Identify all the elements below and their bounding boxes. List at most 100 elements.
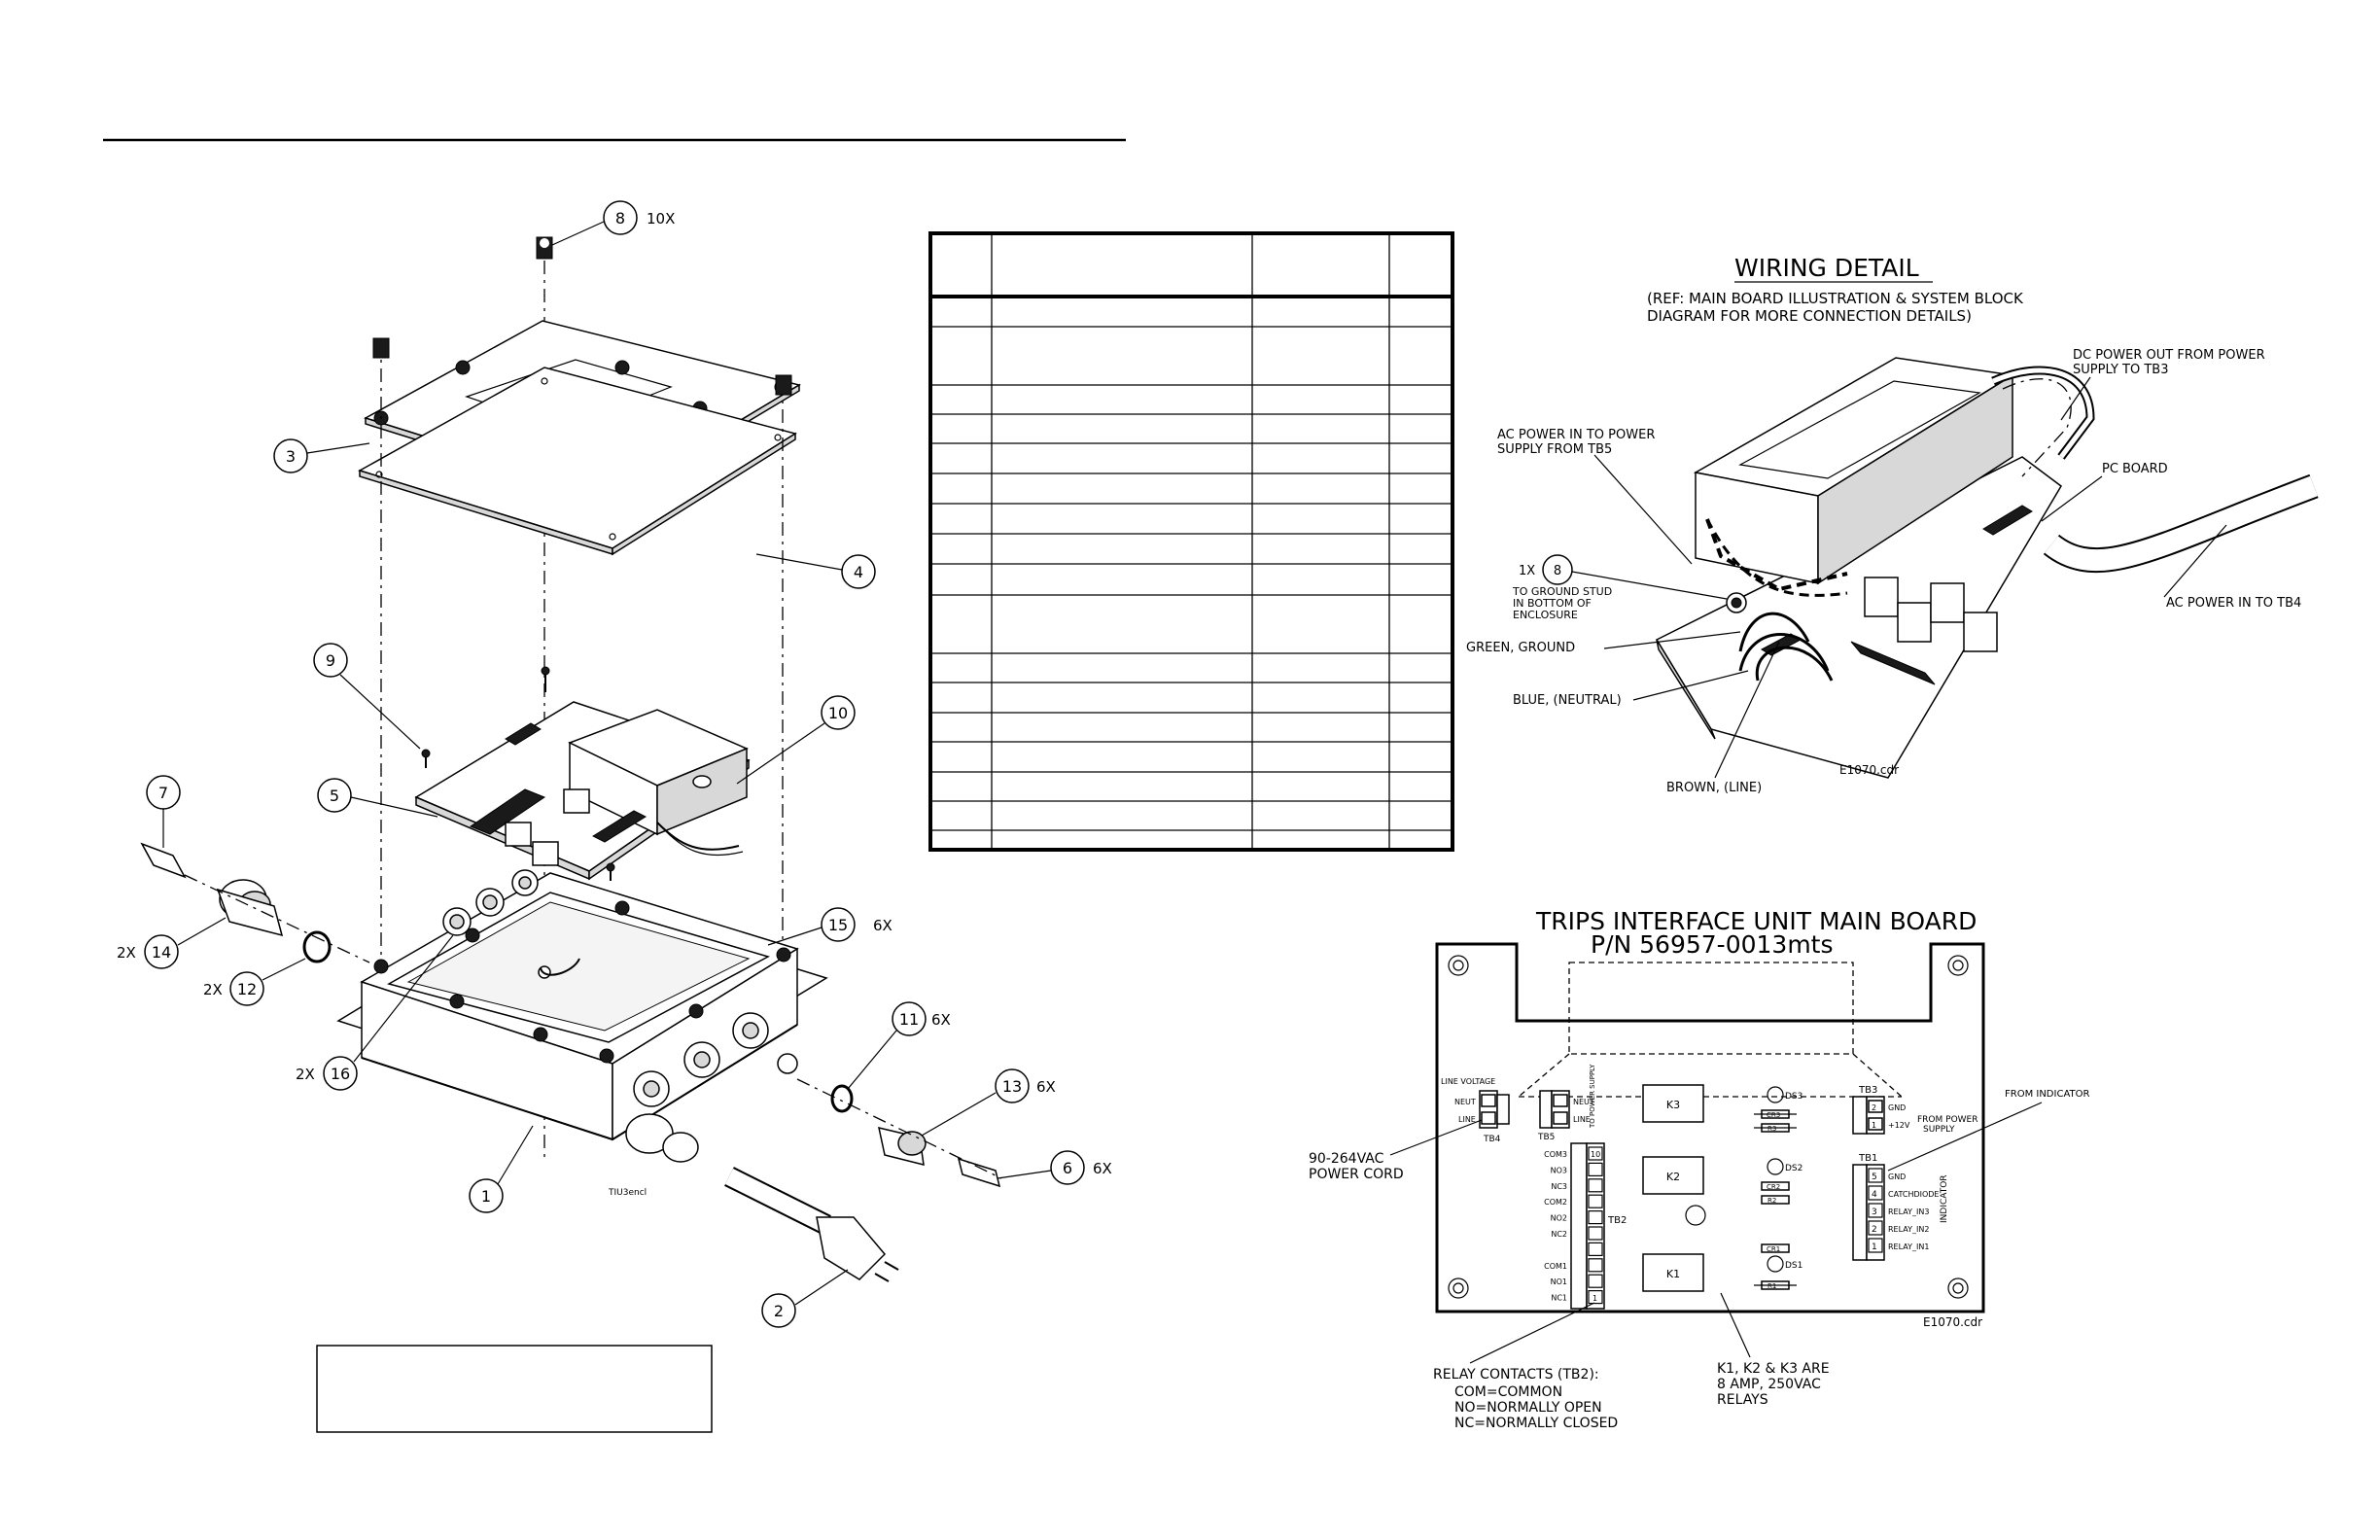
svg-text:TB5: TB5	[1537, 1133, 1555, 1142]
svg-text:8: 8	[1554, 564, 1561, 578]
wiring-detail: WIRING DETAIL (REF: MAIN BOARD ILLUSTRAT…	[1466, 254, 2319, 795]
svg-text:ENCLOSURE: ENCLOSURE	[1513, 609, 1578, 621]
tb2-pin-label: COM3	[1544, 1150, 1567, 1159]
empty-note-box	[316, 1345, 713, 1433]
svg-text:P/N 56957-0013mts: P/N 56957-0013mts	[1591, 930, 1834, 959]
svg-text:15: 15	[828, 916, 848, 934]
svg-text:RELAYS: RELAYS	[1717, 1392, 1768, 1408]
svg-text:7: 7	[158, 784, 168, 802]
svg-text:DS3: DS3	[1785, 1092, 1802, 1102]
svg-text:LINE: LINE	[1573, 1115, 1591, 1124]
svg-text:POWER CORD: POWER CORD	[1309, 1167, 1404, 1182]
callout-14: 14 2X	[117, 917, 227, 969]
svg-text:INDICATOR: INDICATOR	[1940, 1174, 1949, 1223]
tb2-pin-label: COM2	[1544, 1198, 1567, 1207]
svg-text:NC=NORMALLY CLOSED: NC=NORMALLY CLOSED	[1454, 1416, 1618, 1431]
svg-text:TB2: TB2	[1607, 1215, 1627, 1226]
tb2-pin-label: NO1	[1551, 1278, 1567, 1286]
tb1-pin-number: 5	[1872, 1172, 1877, 1182]
power-cord	[724, 1167, 899, 1282]
svg-text:FROM POWER: FROM POWER	[1917, 1115, 1978, 1125]
svg-text:2X: 2X	[203, 981, 223, 998]
callout-2: 2	[761, 1269, 849, 1328]
svg-text:R2: R2	[1768, 1197, 1776, 1205]
svg-text:E1070.cdr: E1070.cdr	[1923, 1315, 1982, 1329]
callout-12: 12 2X	[203, 958, 306, 1006]
top-screw	[536, 236, 553, 260]
svg-text:5: 5	[330, 787, 339, 805]
svg-text:3: 3	[286, 447, 296, 466]
svg-text:K3: K3	[1666, 1099, 1680, 1111]
svg-text:10: 10	[828, 704, 848, 722]
svg-text:E1070.cdr: E1070.cdr	[1839, 763, 1899, 777]
tb1-pin-label: RELAY_IN3	[1888, 1208, 1929, 1216]
tb2-pin-label: NC1	[1551, 1294, 1567, 1303]
tb1-pin-number: 4	[1872, 1190, 1877, 1200]
svg-text:IN BOTTOM OF: IN BOTTOM OF	[1513, 597, 1592, 610]
svg-text:TB4: TB4	[1483, 1135, 1501, 1144]
tb2-pin	[1588, 1146, 1603, 1161]
svg-text:1: 1	[481, 1187, 491, 1206]
svg-text:TRIPS INTERFACE UNIT MAIN BOAR: TRIPS INTERFACE UNIT MAIN BOARD	[1535, 907, 1977, 935]
svg-text:GREEN, GROUND: GREEN, GROUND	[1466, 641, 1575, 655]
callout-16: 16 2X	[296, 934, 454, 1091]
svg-text:DC POWER OUT FROM POWER: DC POWER OUT FROM POWER	[2073, 348, 2265, 363]
exploded-view: 8 10X 3 4 9 10 5	[117, 200, 1112, 1328]
tb1-pin	[1868, 1220, 1883, 1236]
tb2-pin	[1588, 1289, 1603, 1305]
svg-text:CR3: CR3	[1767, 1111, 1780, 1119]
callout-7: 7	[146, 775, 181, 848]
tb1-pin-label: RELAY_IN1	[1888, 1242, 1929, 1251]
svg-text:90-264VAC: 90-264VAC	[1309, 1151, 1384, 1167]
callout-13: 13 6X	[921, 1068, 1056, 1137]
svg-text:R3: R3	[1768, 1125, 1776, 1133]
tb1-pin	[1868, 1203, 1883, 1218]
svg-text:DS2: DS2	[1785, 1164, 1802, 1173]
svg-text:+12V: +12V	[1888, 1121, 1910, 1130]
svg-text:AC POWER IN TO POWER: AC POWER IN TO POWER	[1497, 428, 1655, 442]
callout-15: 15 6X	[767, 907, 892, 946]
svg-text:16: 16	[331, 1065, 350, 1083]
tb2-pin	[1588, 1258, 1603, 1273]
svg-text:(REF: MAIN BOARD ILLUSTRATION: (REF: MAIN BOARD ILLUSTRATION & SYSTEM B…	[1647, 290, 2024, 307]
tb1-pin-label: CATCHDIODE	[1888, 1190, 1940, 1199]
parts-table	[928, 231, 1454, 852]
callout-3: 3	[273, 438, 370, 473]
svg-text:K2: K2	[1666, 1171, 1680, 1183]
svg-text:NEUT: NEUT	[1454, 1098, 1476, 1106]
callout-1: 1	[469, 1125, 534, 1213]
svg-text:9: 9	[326, 651, 335, 670]
svg-text:GND: GND	[1888, 1103, 1906, 1112]
svg-text:NO=NORMALLY OPEN: NO=NORMALLY OPEN	[1454, 1400, 1602, 1416]
pc-board-assembly	[414, 666, 751, 881]
tb1-pin-number: 3	[1872, 1208, 1877, 1217]
tb2-pin-label: NO2	[1551, 1214, 1567, 1223]
svg-text:14: 14	[152, 943, 171, 962]
svg-text:TO GROUND STUD: TO GROUND STUD	[1512, 585, 1612, 598]
callout-6: 6 6X	[997, 1150, 1112, 1185]
callout-8: 8 10X	[551, 200, 675, 246]
svg-text:RELAY CONTACTS (TB2):: RELAY CONTACTS (TB2):	[1433, 1367, 1599, 1382]
callout-11: 11 6X	[847, 1001, 951, 1090]
svg-text:4: 4	[854, 563, 863, 581]
tb2-pin	[1588, 1162, 1603, 1177]
svg-text:TB1: TB1	[1858, 1153, 1877, 1164]
svg-text:DIAGRAM FOR MORE CONNECTION DE: DIAGRAM FOR MORE CONNECTION DETAILS)	[1647, 307, 1972, 325]
tb1-pin-number: 2	[1872, 1225, 1877, 1235]
exploded-drawing-id: TIU3encl	[608, 1188, 647, 1198]
enclosure-base	[336, 869, 828, 1163]
tb2-pin	[1588, 1194, 1603, 1208]
svg-text:BLUE, (NEUTRAL): BLUE, (NEUTRAL)	[1513, 693, 1622, 708]
tb2-pin-label: NO3	[1551, 1166, 1567, 1174]
svg-text:DS1: DS1	[1785, 1261, 1802, 1271]
svg-text:6X: 6X	[931, 1011, 951, 1029]
gasket	[358, 367, 797, 556]
svg-text:R1: R1	[1768, 1282, 1776, 1290]
svg-text:BROWN, (LINE): BROWN, (LINE)	[1666, 781, 1762, 795]
svg-text:TB3: TB3	[1858, 1085, 1877, 1096]
callout-9: 9	[313, 643, 421, 750]
svg-text:6X: 6X	[1093, 1160, 1112, 1177]
tb2-top-number: 10	[1591, 1150, 1600, 1159]
